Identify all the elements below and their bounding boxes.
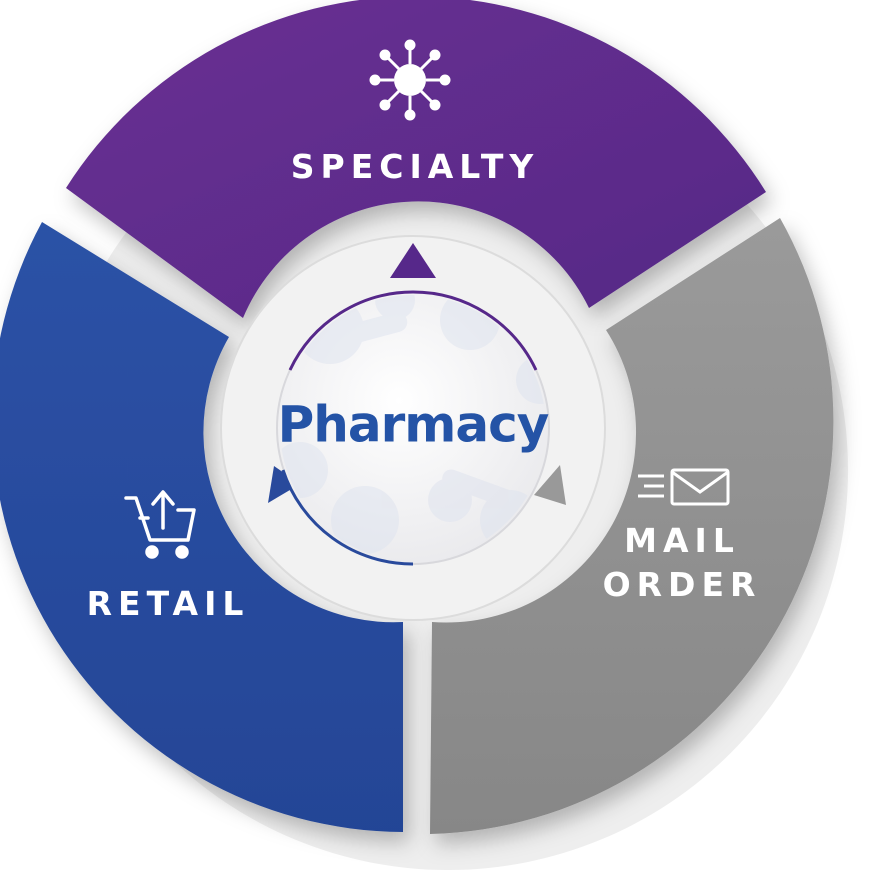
pointer-retail [268,466,300,503]
segment-specialty[interactable] [66,0,766,318]
pointer-mail-order [534,465,566,505]
segment-label-order: ORDER [603,565,762,604]
segment-mail-order[interactable] [430,218,834,834]
hub-arc-retail [281,469,414,566]
center-label: Pharmacy [278,396,549,454]
pointer-specialty [390,243,436,278]
shopping-cart-icon [124,490,196,559]
hub-ring-edge [220,235,606,621]
hub-arc-specialty [288,290,538,371]
segment-label-mail: MAIL [624,521,740,560]
virus-icon [369,39,451,121]
envelope-icon [638,468,730,506]
segment-retail[interactable] [0,222,403,832]
segment-label-retail: RETAIL [87,584,250,623]
segment-label-specialty: SPECIALTY [291,147,540,186]
